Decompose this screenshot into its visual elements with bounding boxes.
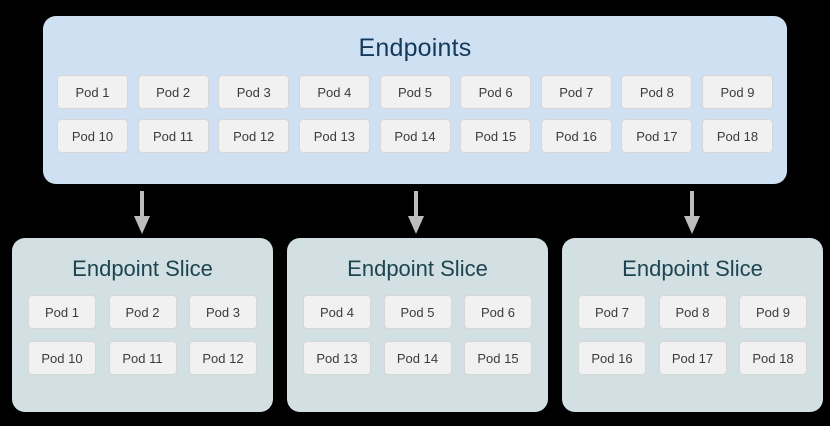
pod-chip[interactable]: Pod 18 [739, 341, 807, 375]
pod-chip[interactable]: Pod 1 [28, 295, 96, 329]
endpoints-pod-grid: Pod 1 Pod 2 Pod 3 Pod 4 Pod 5 Pod 6 Pod … [43, 61, 787, 153]
pod-chip[interactable]: Pod 14 [383, 341, 452, 375]
pod-chip[interactable]: Pod 4 [303, 295, 371, 329]
endpoints-pod-row: Pod 10 Pod 11 Pod 12 Pod 13 Pod 14 Pod 1… [57, 119, 773, 153]
pod-chip[interactable]: Pod 16 [540, 119, 612, 153]
pod-chip[interactable]: Pod 5 [383, 295, 452, 329]
pod-chip[interactable]: Pod 15 [460, 119, 532, 153]
endpoint-slice-panel-1: Endpoint Slice Pod 1 Pod 2 Pod 3 Pod 10 … [12, 238, 273, 412]
endpoint-slice-panel-2: Endpoint Slice Pod 4 Pod 5 Pod 6 Pod 13 … [287, 238, 548, 412]
slice-pod-row: Pod 4 Pod 5 Pod 6 [303, 295, 532, 329]
endpoint-slice-pod-grid: Pod 4 Pod 5 Pod 6 Pod 13 Pod 14 Pod 15 [287, 280, 548, 375]
endpoint-slice-title: Endpoint Slice [622, 256, 763, 281]
pod-chip[interactable]: Pod 17 [621, 119, 693, 153]
pod-chip[interactable]: Pod 1 [57, 75, 128, 109]
pod-chip[interactable]: Pod 6 [460, 75, 532, 109]
endpoint-slice-panel-3: Endpoint Slice Pod 7 Pod 8 Pod 9 Pod 16 … [562, 238, 823, 412]
arrow-down-icon [684, 191, 700, 234]
arrow-down-icon [408, 191, 424, 234]
pod-chip[interactable]: Pod 11 [108, 341, 177, 375]
pod-chip[interactable]: Pod 11 [137, 119, 209, 153]
pod-chip[interactable]: Pod 3 [218, 75, 290, 109]
pod-chip[interactable]: Pod 8 [658, 295, 727, 329]
slice-pod-row: Pod 10 Pod 11 Pod 12 [28, 341, 257, 375]
pod-chip[interactable]: Pod 12 [189, 341, 257, 375]
pod-chip[interactable]: Pod 12 [218, 119, 290, 153]
endpoint-slice-title: Endpoint Slice [347, 256, 488, 281]
pod-chip[interactable]: Pod 10 [28, 341, 96, 375]
pod-chip[interactable]: Pod 9 [739, 295, 807, 329]
pod-chip[interactable]: Pod 9 [702, 75, 773, 109]
pod-chip[interactable]: Pod 7 [540, 75, 612, 109]
pod-chip[interactable]: Pod 5 [379, 75, 451, 109]
pod-chip[interactable]: Pod 10 [57, 119, 128, 153]
arrow-down-icon [134, 191, 150, 234]
endpoints-panel: Endpoints Pod 1 Pod 2 Pod 3 Pod 4 Pod 5 … [43, 16, 787, 184]
pod-chip[interactable]: Pod 3 [189, 295, 257, 329]
pod-chip[interactable]: Pod 17 [658, 341, 727, 375]
pod-chip[interactable]: Pod 4 [298, 75, 370, 109]
pod-chip[interactable]: Pod 15 [464, 341, 532, 375]
endpoints-pod-row: Pod 1 Pod 2 Pod 3 Pod 4 Pod 5 Pod 6 Pod … [57, 75, 773, 109]
endpoint-slice-title: Endpoint Slice [72, 256, 213, 281]
slice-pod-row: Pod 16 Pod 17 Pod 18 [578, 341, 807, 375]
pod-chip[interactable]: Pod 2 [108, 295, 177, 329]
pod-chip[interactable]: Pod 13 [298, 119, 370, 153]
pod-chip[interactable]: Pod 14 [379, 119, 451, 153]
pod-chip[interactable]: Pod 8 [621, 75, 693, 109]
slice-pod-row: Pod 1 Pod 2 Pod 3 [28, 295, 257, 329]
pod-chip[interactable]: Pod 7 [578, 295, 646, 329]
endpoints-title: Endpoints [358, 34, 472, 62]
slice-pod-row: Pod 7 Pod 8 Pod 9 [578, 295, 807, 329]
pod-chip[interactable]: Pod 13 [303, 341, 371, 375]
endpoint-slice-pod-grid: Pod 1 Pod 2 Pod 3 Pod 10 Pod 11 Pod 12 [12, 280, 273, 375]
pod-chip[interactable]: Pod 16 [578, 341, 646, 375]
pod-chip[interactable]: Pod 2 [137, 75, 209, 109]
endpoint-slice-pod-grid: Pod 7 Pod 8 Pod 9 Pod 16 Pod 17 Pod 18 [562, 280, 823, 375]
pod-chip[interactable]: Pod 18 [702, 119, 773, 153]
slice-pod-row: Pod 13 Pod 14 Pod 15 [303, 341, 532, 375]
pod-chip[interactable]: Pod 6 [464, 295, 532, 329]
